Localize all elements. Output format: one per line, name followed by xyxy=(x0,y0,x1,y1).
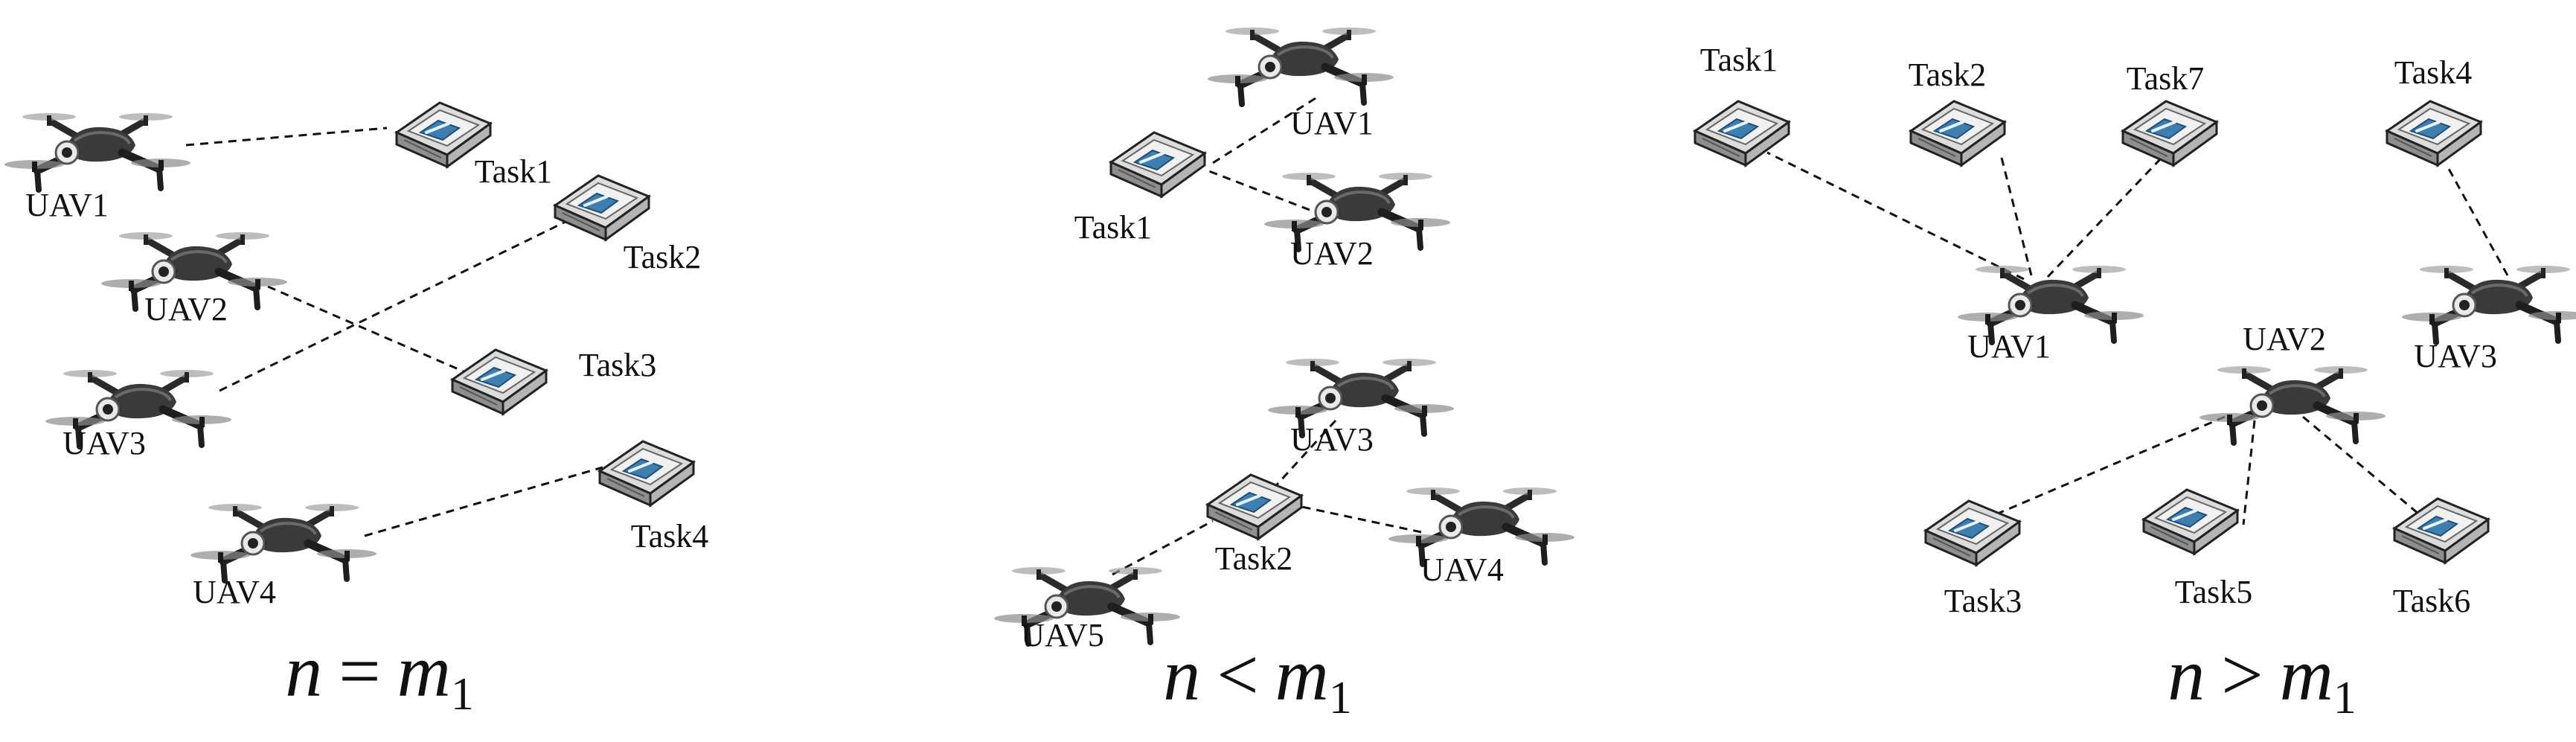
uav-label-less-uav2: UAV2 xyxy=(1290,235,1374,272)
link-less-uav4-task2 xyxy=(1298,505,1422,534)
task-server-icon xyxy=(554,174,650,241)
task-label-greater-task4: Task4 xyxy=(2394,54,2472,91)
labels-layer: UAV1UAV2UAV3UAV4Task1Task2Task3Task4UAV1… xyxy=(25,42,2497,653)
link-greater-uav1-task7 xyxy=(2046,156,2163,278)
drone-icon xyxy=(1208,28,1394,104)
caption-subscript: 1 xyxy=(2333,673,2356,723)
drone-icon xyxy=(2199,366,2386,443)
drone-icon xyxy=(4,113,190,190)
uav-label-equal-uav2: UAV2 xyxy=(144,291,228,327)
task-label-equal-task4: Task4 xyxy=(631,518,708,554)
link-less-uav1-task1 xyxy=(1208,97,1316,167)
task-label-greater-task6: Task6 xyxy=(2393,583,2470,619)
uav-label-greater-uav3: UAV3 xyxy=(2414,338,2497,374)
uav-label-less-uav5: UAV5 xyxy=(1021,617,1104,653)
link-equal-uav3-task2 xyxy=(219,220,566,392)
caption-operator: > xyxy=(2221,633,2263,716)
task-label-less-task1: Task1 xyxy=(1074,209,1152,246)
uav-label-less-uav4: UAV4 xyxy=(1420,551,1504,588)
uav-label-less-uav3: UAV3 xyxy=(1290,421,1374,458)
drone-icon xyxy=(190,504,377,581)
task-label-greater-task5: Task5 xyxy=(2175,574,2252,610)
drone-icon xyxy=(2402,266,2576,342)
caption-lhs: n xyxy=(2168,633,2205,716)
task-label-equal-task1: Task1 xyxy=(475,153,552,190)
caption-rhs: m xyxy=(397,630,451,712)
task-server-icon xyxy=(2393,497,2490,564)
task-server-icon xyxy=(1909,100,2006,167)
caption-lhs: n xyxy=(1163,633,1200,716)
task-server-icon xyxy=(1694,100,1790,167)
link-greater-uav1-task1 xyxy=(1766,151,2025,281)
caption-equal: n=m1 xyxy=(285,630,474,720)
link-greater-uav1-task2 xyxy=(2000,157,2033,276)
uav-label-greater-uav2: UAV2 xyxy=(2243,321,2326,357)
link-equal-uav1-task1 xyxy=(185,127,388,147)
caption-rhs: m xyxy=(1275,633,1329,716)
link-less-uav5-task2 xyxy=(1112,519,1214,576)
link-greater-uav3-task4 xyxy=(2447,167,2509,276)
link-greater-uav2-task6 xyxy=(2302,415,2419,515)
task-server-icon xyxy=(1924,499,2021,566)
uav-label-equal-uav1: UAV1 xyxy=(25,187,109,223)
task-label-equal-task2: Task2 xyxy=(624,239,701,275)
task-label-greater-task1: Task1 xyxy=(1700,42,1778,78)
task-server-icon xyxy=(451,348,548,415)
caption-subscript: 1 xyxy=(451,669,474,720)
link-greater-uav2-task3 xyxy=(1997,415,2226,515)
caption-rhs: m xyxy=(2280,633,2333,716)
caption-lhs: n xyxy=(285,630,322,712)
uav-label-equal-uav3: UAV3 xyxy=(63,425,146,461)
task-label-greater-task7: Task7 xyxy=(2127,60,2204,97)
task-label-equal-task3: Task3 xyxy=(579,347,656,383)
task-label-greater-task3: Task3 xyxy=(1944,583,2022,619)
caption-greater: n>m1 xyxy=(2168,633,2356,723)
task-server-icon xyxy=(1109,131,1206,198)
link-less-uav3-task2 xyxy=(1269,419,1337,493)
caption-subscript: 1 xyxy=(1329,673,1352,723)
task-server-icon xyxy=(1206,473,1303,540)
task-server-icon xyxy=(2386,100,2482,167)
task-server-icon xyxy=(598,440,695,507)
uav-label-greater-uav1: UAV1 xyxy=(1967,328,2051,365)
caption-less: n<m1 xyxy=(1163,633,1352,723)
uav-label-less-uav1: UAV1 xyxy=(1290,105,1374,141)
link-equal-uav2-task3 xyxy=(267,285,466,374)
caption-operator: = xyxy=(339,630,380,712)
task-server-icon xyxy=(2121,100,2218,167)
uav-label-equal-uav4: UAV4 xyxy=(193,574,276,610)
links-layer xyxy=(185,97,2509,576)
task-server-icon xyxy=(2142,488,2239,555)
link-equal-uav4-task4 xyxy=(364,466,603,537)
link-greater-uav2-task5 xyxy=(2242,420,2256,525)
link-less-uav2-task1 xyxy=(1208,170,1310,211)
task-label-greater-task2: Task2 xyxy=(1909,57,1986,93)
caption-operator: < xyxy=(1217,633,1258,716)
task-label-less-task2: Task2 xyxy=(1215,540,1292,577)
